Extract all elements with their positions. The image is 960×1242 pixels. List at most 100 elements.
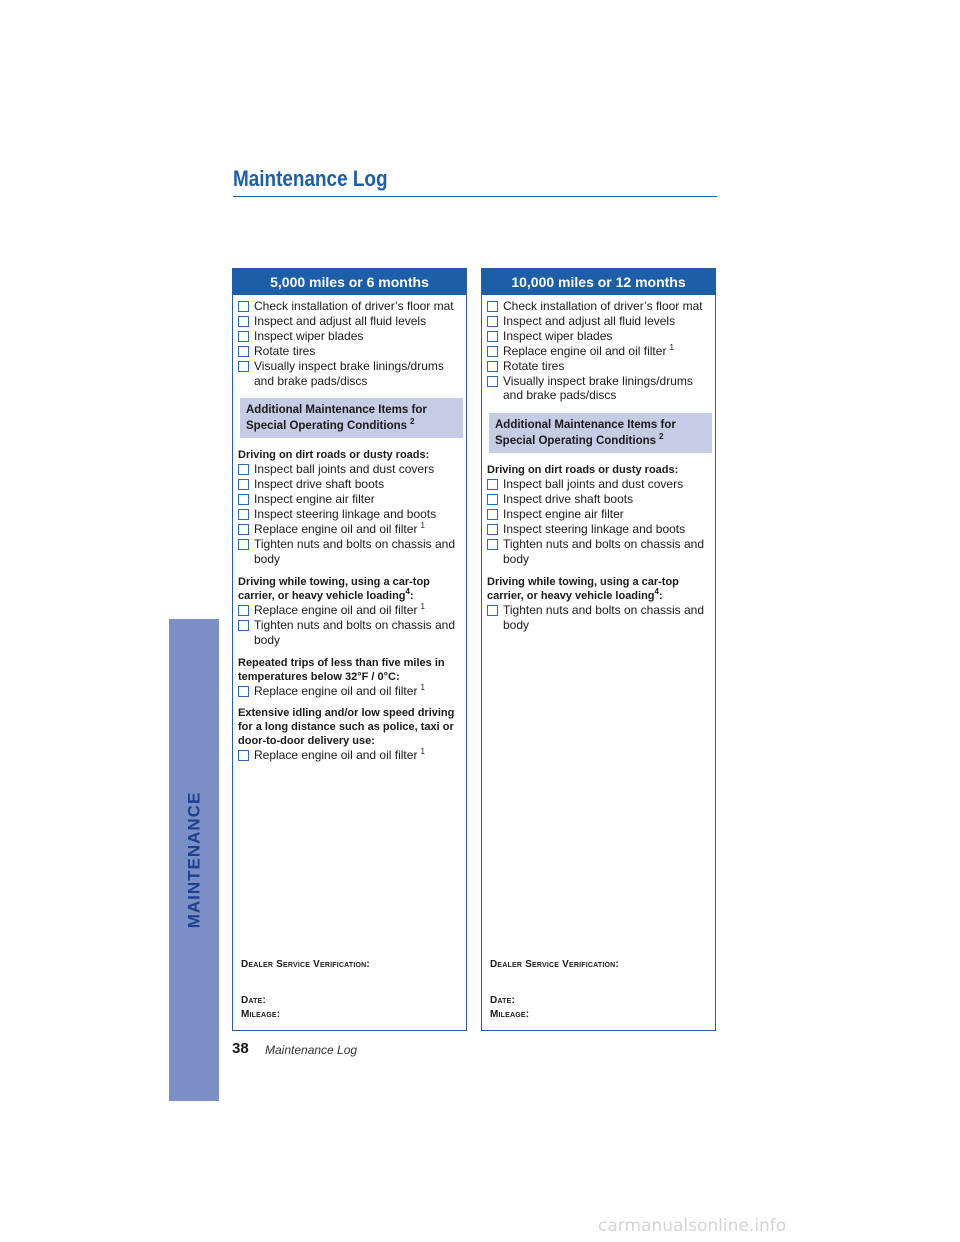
- checkbox-icon[interactable]: [487, 330, 498, 342]
- page-title: Maintenance Log: [233, 166, 388, 191]
- additional-items-title: Additional Maintenance Items for: [246, 404, 427, 417]
- checklist-item-label: Visually inspect brake linings/drums and…: [503, 373, 693, 403]
- checklist-item: Inspect and adjust all fluid levels: [487, 314, 711, 329]
- condition-heading-text: Driving while towing, using a car-top ca…: [487, 575, 679, 602]
- checkbox-icon[interactable]: [238, 494, 249, 506]
- condition-heading-text: Driving while towing, using a car-top ca…: [238, 575, 430, 602]
- checklist-item-label: Inspect steering linkage and boots: [503, 522, 686, 537]
- footnote-marker: 1: [420, 521, 425, 531]
- dealer-verification: Dealer Service Verification: Date: Milea…: [241, 958, 370, 1022]
- checklist-item-label: Replace engine oil and oil filter: [254, 602, 418, 617]
- checklist-item-label: Inspect ball joints and dust covers: [503, 477, 684, 492]
- checklist-item-label: Inspect wiper blades: [503, 328, 613, 343]
- checkbox-icon[interactable]: [238, 479, 249, 491]
- checklist-item-label: Check installation of driver’s floor mat: [503, 299, 703, 313]
- checkbox-icon[interactable]: [238, 509, 249, 521]
- checkbox-icon[interactable]: [238, 360, 249, 372]
- checklist-item: Rotate tires: [238, 344, 462, 359]
- checkbox-icon[interactable]: [238, 330, 249, 342]
- checklist-item-label: Tighten nuts and bolts on chassis and bo…: [503, 602, 705, 632]
- checkbox-icon[interactable]: [487, 509, 498, 521]
- condition-heading: Driving on dirt roads or dusty roads:: [238, 448, 462, 462]
- condition-heading: Repeated trips of less than five miles i…: [238, 656, 462, 684]
- condition-heading-text: Extensive idling and/or low speed drivin…: [238, 707, 455, 748]
- checklist-item-label: Tighten nuts and bolts on chassis and bo…: [254, 536, 456, 566]
- page-footer-label: Maintenance Log: [265, 1043, 358, 1057]
- checklist-item: Inspect ball joints and dust covers: [238, 462, 462, 477]
- checkbox-icon[interactable]: [238, 524, 249, 536]
- checklist-item-label: Replace engine oil and oil filter: [503, 343, 667, 358]
- checklist-item-label: Inspect engine air filter: [254, 492, 375, 507]
- condition-groups: Driving on dirt roads or dusty roads:Ins…: [487, 463, 711, 632]
- checkbox-icon[interactable]: [238, 750, 249, 762]
- condition-heading-text: Repeated trips of less than five miles i…: [238, 656, 445, 683]
- checklist-item-label: Inspect ball joints and dust covers: [254, 462, 435, 477]
- mileage-label: Mileage:: [241, 1009, 281, 1020]
- checklist-item: Tighten nuts and bolts on chassis and bo…: [238, 537, 462, 567]
- checkbox-icon[interactable]: [238, 685, 249, 697]
- checkbox-icon[interactable]: [487, 604, 498, 616]
- checklist-item: Inspect wiper blades: [487, 329, 711, 344]
- condition-heading-text: Driving on dirt roads or dusty roads:: [487, 464, 679, 477]
- checklist-item: Visually inspect brake linings/drums and…: [238, 359, 462, 389]
- main-checklist: Check installation of driver’s floor mat…: [238, 299, 462, 388]
- checklist-item-label: Inspect drive shaft boots: [254, 477, 385, 492]
- dealer-verification: Dealer Service Verification: Date: Milea…: [490, 958, 619, 1022]
- checkbox-icon[interactable]: [238, 345, 249, 357]
- checkbox-icon[interactable]: [487, 345, 498, 357]
- checkbox-icon[interactable]: [238, 604, 249, 616]
- date-label: Date:: [490, 995, 516, 1006]
- condition-heading: Driving while towing, using a car-top ca…: [238, 575, 462, 603]
- checkbox-icon[interactable]: [238, 464, 249, 476]
- checklist-item: Tighten nuts and bolts on chassis and bo…: [487, 603, 711, 633]
- condition-heading: Driving while towing, using a car-top ca…: [487, 575, 711, 603]
- checklist-item: Rotate tires: [487, 359, 711, 374]
- checkbox-icon[interactable]: [487, 538, 498, 550]
- footnote-marker: 1: [420, 682, 425, 692]
- date-label: Date:: [241, 995, 267, 1006]
- checklist-item: Check installation of driver’s floor mat: [238, 299, 462, 314]
- interval-column-10000: 10,000 miles or 12 months Check installa…: [481, 268, 716, 1031]
- checklist-item: Inspect drive shaft boots: [487, 492, 711, 507]
- checkbox-icon[interactable]: [238, 619, 249, 631]
- checkbox-icon[interactable]: [487, 315, 498, 327]
- condition-heading-end: :: [409, 589, 414, 602]
- checklist-item: Inspect wiper blades: [238, 329, 462, 344]
- checklist-item: Inspect engine air filter: [238, 492, 462, 507]
- interval-header: 5,000 miles or 6 months: [233, 269, 466, 295]
- checklist-item-label: Visually inspect brake linings/drums and…: [254, 358, 444, 388]
- checkbox-icon[interactable]: [238, 315, 249, 327]
- main-checklist: Check installation of driver’s floor mat…: [487, 299, 711, 403]
- checklist-item-label: Inspect and adjust all fluid levels: [254, 313, 427, 328]
- condition-heading-text: Driving on dirt roads or dusty roads:: [238, 449, 430, 462]
- checklist-item-label: Inspect and adjust all fluid levels: [503, 313, 676, 328]
- condition-heading: Extensive idling and/or low speed drivin…: [238, 706, 462, 748]
- condition-heading: Driving on dirt roads or dusty roads:: [487, 463, 711, 477]
- additional-items-panel: Additional Maintenance Items for Special…: [489, 413, 712, 454]
- column-body: Check installation of driver’s floor mat…: [482, 295, 715, 633]
- checkbox-icon[interactable]: [238, 301, 249, 312]
- checkbox-icon[interactable]: [487, 524, 498, 536]
- checkbox-icon[interactable]: [487, 375, 498, 387]
- checkbox-icon[interactable]: [487, 494, 498, 506]
- checkbox-icon[interactable]: [487, 301, 498, 312]
- checkbox-icon[interactable]: [487, 479, 498, 491]
- checkbox-icon[interactable]: [238, 538, 249, 550]
- footnote-marker: 2: [659, 432, 664, 442]
- checklist-item: Check installation of driver’s floor mat: [487, 299, 711, 314]
- condition-groups: Driving on dirt roads or dusty roads:Ins…: [238, 448, 462, 763]
- additional-items-subtitle: Special Operating Conditions: [246, 420, 408, 433]
- footnote-marker: 2: [410, 417, 415, 427]
- dealer-verification-label: Dealer Service Verification:: [490, 959, 619, 970]
- checklist-item-label: Inspect wiper blades: [254, 328, 364, 343]
- checklist-item: Inspect steering linkage and boots: [487, 522, 711, 537]
- column-body: Check installation of driver’s floor mat…: [233, 295, 466, 763]
- checkbox-icon[interactable]: [487, 360, 498, 372]
